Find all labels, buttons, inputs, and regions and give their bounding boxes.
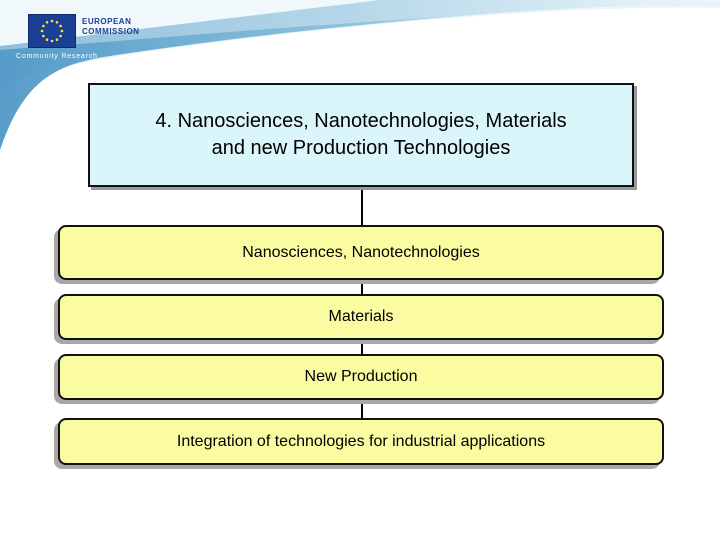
diagram-item-box: Nanosciences, Nanotechnologies xyxy=(58,225,664,280)
diagram-title-box: 4. Nanosciences, Nanotechnologies, Mater… xyxy=(88,83,634,187)
diagram-item-label: Integration of technologies for industri… xyxy=(176,432,546,450)
eu-flag-logo xyxy=(28,14,76,48)
diagram-item-box: Integration of technologies for industri… xyxy=(58,418,664,465)
diagram-title-line1: 4. Nanosciences, Nanotechnologies, Mater… xyxy=(155,110,567,132)
organization-name-line1: EUROPEAN xyxy=(82,17,132,26)
connector-line xyxy=(361,400,363,418)
connector-line xyxy=(361,280,363,294)
organization-name: EUROPEAN COMMISSION xyxy=(82,17,139,37)
diagram-item-label: Nanosciences, Nanotechnologies xyxy=(242,243,480,261)
diagram-item-box: Materials xyxy=(58,294,664,340)
diagram-item-box: New Production xyxy=(58,354,664,400)
organization-name-line2: COMMISSION xyxy=(82,27,140,36)
diagram-item-label: Materials xyxy=(328,308,394,325)
connector-line xyxy=(361,340,363,354)
header-tagline: Community Research xyxy=(16,53,98,60)
connector-line xyxy=(361,187,363,225)
diagram-item-label: New Production xyxy=(304,368,418,385)
diagram-title-line2: and new Production Technologies xyxy=(211,137,511,159)
